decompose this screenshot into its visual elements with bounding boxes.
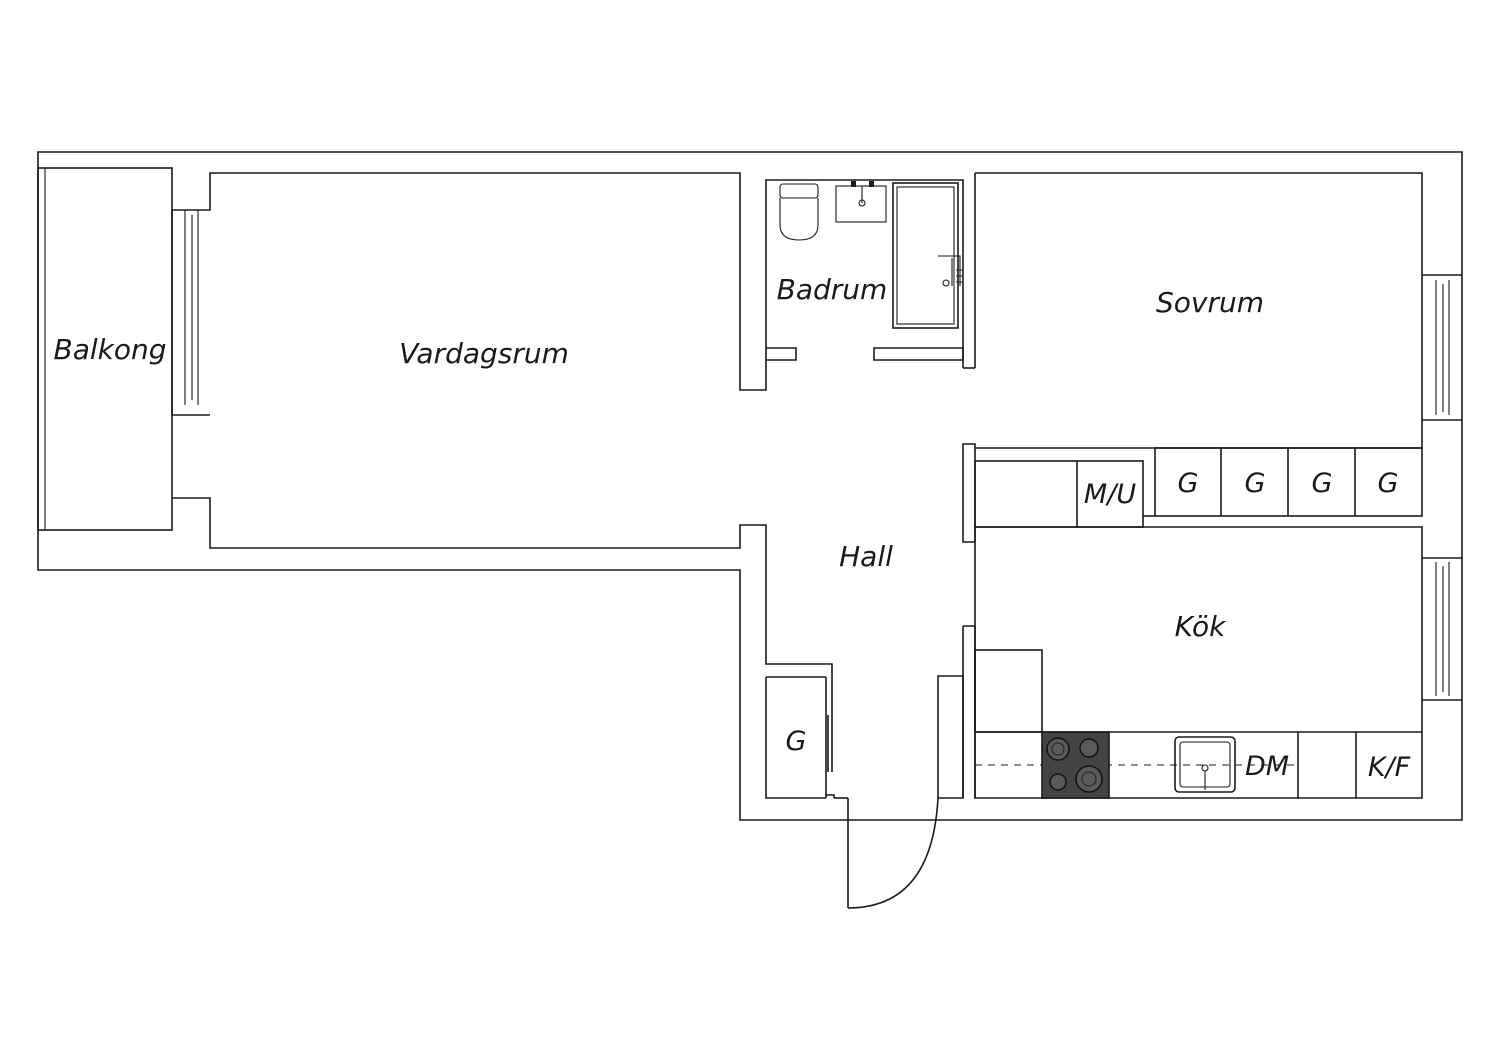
sink-icon xyxy=(835,181,887,223)
bathtub-icon xyxy=(892,182,963,329)
window-icon xyxy=(184,210,199,405)
washer-dryer-label: M/U xyxy=(1084,479,1136,510)
room-label-hall: Hall xyxy=(839,540,893,573)
window-icon xyxy=(1422,274,1462,421)
room-label-kok: Kök xyxy=(1175,610,1227,643)
living-room-wall xyxy=(171,172,964,416)
room-label-balkong: Balkong xyxy=(53,333,166,366)
wardrobe-label: G xyxy=(1245,468,1266,499)
hall-wardrobe-label: G xyxy=(786,726,807,757)
wardrobe-label: G xyxy=(1378,468,1399,499)
kitchen-sink-icon xyxy=(1174,736,1236,793)
room-label-badrum: Badrum xyxy=(777,273,888,306)
wardrobe-label: G xyxy=(1312,468,1333,499)
window-icon xyxy=(1422,557,1462,701)
room-label-sovrum: Sovrum xyxy=(1156,286,1264,319)
wardrobe-label: G xyxy=(1178,468,1199,499)
toilet-icon xyxy=(779,183,819,241)
dishwasher-label: DM xyxy=(1245,751,1289,782)
room-label-vardagsrum: Vardagsrum xyxy=(399,337,569,370)
hall xyxy=(765,675,964,909)
kitchen xyxy=(962,526,1462,799)
fridge-freezer-label: K/F xyxy=(1368,752,1411,783)
bathroom xyxy=(766,173,976,369)
outer-wall xyxy=(37,151,1463,821)
stove-icon xyxy=(1041,731,1110,799)
living-room-wall-lower xyxy=(172,497,833,678)
door-swing-icon xyxy=(834,797,939,909)
